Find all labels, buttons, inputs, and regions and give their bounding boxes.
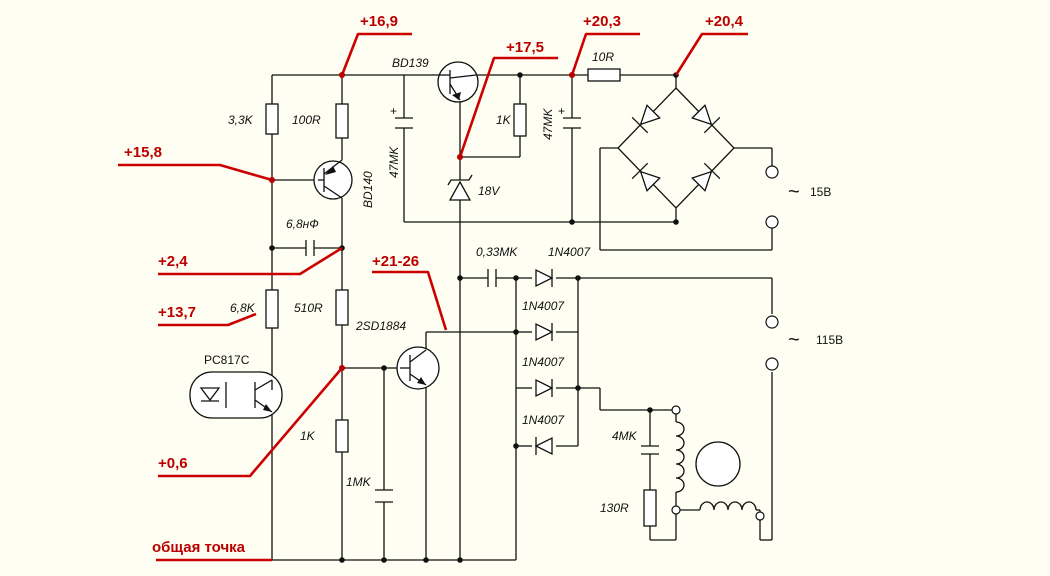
diode-1n4007-1: [535, 268, 554, 288]
optocoupler-pc817c: [189, 371, 283, 419]
voltage-17-5: +17,5: [506, 39, 544, 56]
label-47mk-right: 47MK: [541, 108, 555, 140]
zener-diode-18v: [447, 174, 473, 201]
label-1mk: 1MK: [346, 475, 372, 489]
voltage-20-4: +20,4: [705, 13, 744, 30]
voltage-15-8: +15,8: [124, 144, 162, 161]
label-15v: 15В: [810, 185, 831, 199]
svg-text:+: +: [390, 104, 397, 118]
capacitor-4mk: [641, 445, 659, 455]
diode-1n4007-3: [535, 378, 554, 398]
label-0-33mk: 0,33MK: [476, 245, 518, 259]
junction-dots: [269, 72, 679, 563]
label-130r: 130R: [600, 501, 629, 515]
label-100r: 100R: [292, 113, 321, 127]
label-tilde-15v: ~: [788, 181, 800, 203]
label-18v: 18V: [478, 184, 500, 198]
label-6-8k: 6,8K: [230, 301, 256, 315]
diodes-1n4007: [534, 268, 554, 456]
label-bd140: BD140: [361, 171, 375, 208]
label-115v: 115В: [816, 333, 843, 347]
voltage-leaders: [118, 32, 748, 562]
transistor-bd139: [437, 61, 479, 103]
label-10r: 10R: [592, 50, 614, 64]
resistor-130r: [643, 489, 657, 527]
capacitors: + +: [305, 104, 659, 503]
resistor-510r: [335, 289, 349, 326]
voltage-2-4: +2,4: [158, 253, 188, 270]
resistor-6-8k: [265, 289, 279, 329]
resistors: [265, 68, 657, 527]
capacitor-1mk: [375, 489, 393, 503]
component-labels: BD139 10R 3,3K 100R 1K 47MK 47MK BD140 1…: [204, 50, 843, 515]
label-1n4007-2: 1N4007: [522, 299, 565, 313]
capacitor-47mk-right: +: [558, 104, 581, 129]
label-4mk: 4MK: [612, 429, 638, 443]
diode-1n4007-2: [535, 322, 554, 342]
resistor-1k-bottom: [335, 419, 349, 453]
wires: [271, 74, 773, 561]
transistor-2sd1884: [396, 346, 440, 390]
label-510r: 510R: [294, 301, 323, 315]
label-1k-bottom: 1K: [300, 429, 316, 443]
capacitor-47mk-left: +: [390, 104, 413, 129]
voltage-0-6: +0,6: [158, 455, 188, 472]
bridge-rectifier: [617, 87, 735, 209]
resistor-10r: [587, 68, 621, 82]
label-bd139: BD139: [392, 56, 429, 70]
label-1n4007-4: 1N4007: [522, 413, 565, 427]
label-1n4007-1: 1N4007: [548, 245, 591, 259]
common-point-label: общая точка: [152, 539, 246, 556]
transistor-bd140: [313, 159, 353, 200]
resistor-3-3k: [265, 103, 279, 135]
label-47mk-left: 47MK: [387, 146, 401, 178]
voltage-20-3: +20,3: [583, 13, 621, 30]
voltage-16-9: +16,9: [360, 13, 398, 30]
resistor-1k-top: [513, 103, 527, 137]
label-6-8nf: 6,8нФ: [286, 217, 319, 231]
label-1n4007-3: 1N4007: [522, 355, 565, 369]
diode-1n4007-4: [534, 436, 553, 456]
capacitor-0-33mk: [487, 269, 497, 287]
resistor-100r: [335, 103, 349, 139]
label-3-3k: 3,3K: [228, 113, 254, 127]
label-pc817c: PC817C: [204, 353, 250, 367]
voltage-13-7: +13,7: [158, 304, 196, 321]
motor: [675, 421, 761, 520]
terminals: [671, 165, 779, 521]
label-2sd1884: 2SD1884: [355, 319, 406, 333]
label-tilde-115v: ~: [788, 329, 800, 351]
capacitor-6-8nf: [305, 240, 315, 256]
voltage-labels: +16,9 +17,5 +20,3 +20,4 +15,8 +2,4 +21-2…: [124, 13, 744, 556]
svg-text:+: +: [558, 104, 565, 118]
voltage-21-26: +21-26: [372, 253, 419, 270]
label-1k-top: 1K: [496, 113, 512, 127]
